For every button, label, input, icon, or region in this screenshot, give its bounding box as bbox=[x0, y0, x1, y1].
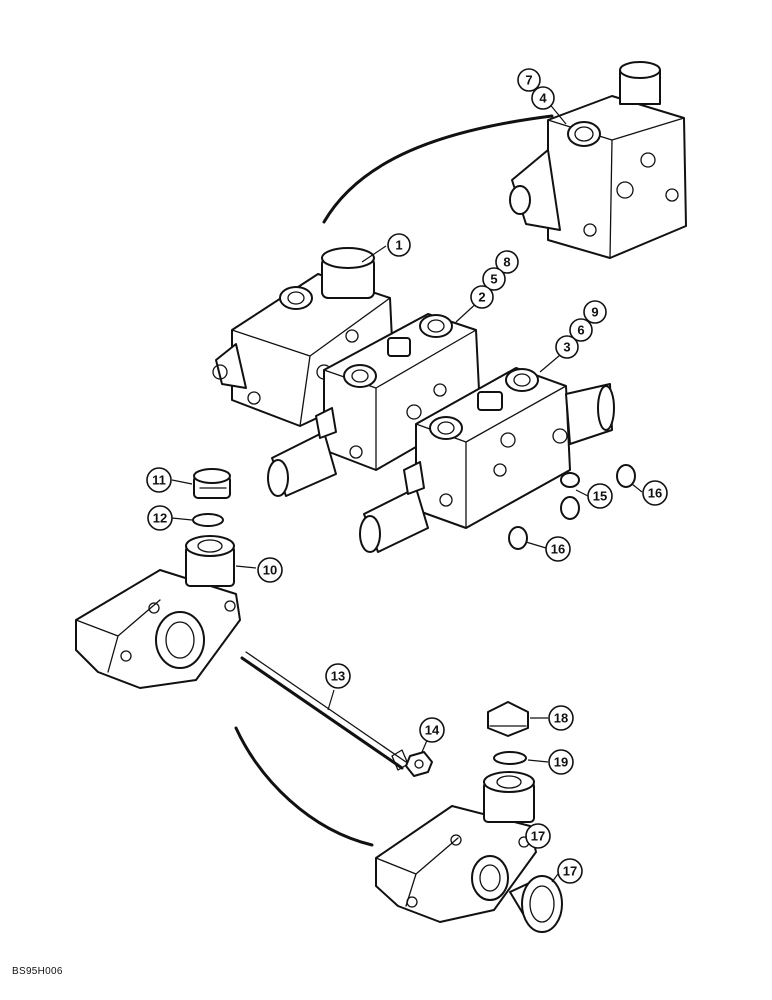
inlet-end-cover bbox=[75, 535, 241, 689]
callout-14: 14 bbox=[419, 717, 445, 743]
callout-7: 7 bbox=[517, 68, 541, 92]
callout-17: 17 bbox=[525, 823, 551, 849]
callout-4: 4 bbox=[531, 86, 555, 110]
callout-5: 5 bbox=[482, 267, 506, 291]
nut-14 bbox=[405, 751, 433, 777]
leader-1 bbox=[361, 245, 387, 263]
svg-text:8: 8 bbox=[503, 255, 510, 270]
plug-18 bbox=[509, 875, 563, 933]
svg-text:4: 4 bbox=[539, 91, 547, 106]
o-ring-15-lower bbox=[560, 496, 580, 520]
leader-10 bbox=[235, 565, 257, 569]
callout-10: 10 bbox=[257, 557, 283, 583]
svg-text:14: 14 bbox=[425, 723, 440, 738]
svg-text:17: 17 bbox=[531, 829, 545, 844]
o-ring-16-right bbox=[616, 464, 636, 488]
leader-20 bbox=[527, 759, 549, 763]
svg-text:6: 6 bbox=[577, 323, 584, 338]
callout-16-right: 16 bbox=[642, 480, 668, 506]
leader-12 bbox=[171, 517, 193, 521]
relief-valve-section-detail bbox=[509, 61, 687, 259]
plug-11 bbox=[193, 468, 231, 499]
svg-text:2: 2 bbox=[478, 290, 485, 305]
callout-12: 12 bbox=[147, 505, 173, 531]
leader-18 bbox=[551, 873, 559, 883]
leader-11 bbox=[171, 479, 193, 485]
leader-16-right bbox=[631, 483, 643, 493]
svg-text:10: 10 bbox=[263, 563, 277, 578]
o-ring-16-lower bbox=[508, 526, 528, 550]
callout-1: 1 bbox=[387, 233, 411, 257]
callout-13: 13 bbox=[325, 663, 351, 689]
control-valve-section-lower bbox=[359, 367, 615, 553]
svg-text:12: 12 bbox=[153, 511, 167, 526]
callout-6: 6 bbox=[569, 318, 593, 342]
outlet-end-cover bbox=[375, 771, 537, 923]
o-ring-15-upper bbox=[560, 472, 580, 488]
svg-text:15: 15 bbox=[593, 489, 607, 504]
callout-2: 2 bbox=[470, 285, 494, 309]
o-ring-12 bbox=[192, 513, 224, 527]
svg-text:7: 7 bbox=[525, 73, 532, 88]
svg-text:17: 17 bbox=[563, 864, 577, 879]
upper-relation-curve bbox=[322, 114, 554, 224]
lower-relation-curve bbox=[234, 726, 374, 847]
svg-text:16: 16 bbox=[648, 486, 662, 501]
callout-15: 15 bbox=[587, 483, 613, 509]
svg-text:16: 16 bbox=[551, 542, 565, 557]
svg-text:3: 3 bbox=[563, 340, 570, 355]
svg-text:1: 1 bbox=[395, 238, 402, 253]
callout-18: 17 bbox=[557, 858, 583, 884]
o-ring-20 bbox=[493, 751, 527, 765]
callout-9: 9 bbox=[583, 300, 607, 324]
svg-text:19: 19 bbox=[554, 755, 568, 770]
callout-3: 3 bbox=[555, 335, 579, 359]
svg-text:5: 5 bbox=[490, 272, 497, 287]
svg-text:11: 11 bbox=[152, 473, 166, 488]
tie-rod bbox=[240, 651, 409, 771]
callout-8: 8 bbox=[495, 250, 519, 274]
callout-19: 18 bbox=[548, 705, 574, 731]
svg-text:13: 13 bbox=[331, 669, 345, 684]
callout-20: 19 bbox=[548, 749, 574, 775]
callout-11: 11 bbox=[146, 467, 172, 493]
leader-13 bbox=[327, 689, 335, 711]
svg-text:18: 18 bbox=[554, 711, 568, 726]
figure-code: BS95H006 bbox=[12, 966, 63, 977]
leader-16-lower bbox=[525, 541, 547, 549]
plug-19 bbox=[487, 701, 529, 737]
svg-text:9: 9 bbox=[591, 305, 598, 320]
callout-16-lower: 16 bbox=[545, 536, 571, 562]
leader-15 bbox=[575, 489, 589, 497]
